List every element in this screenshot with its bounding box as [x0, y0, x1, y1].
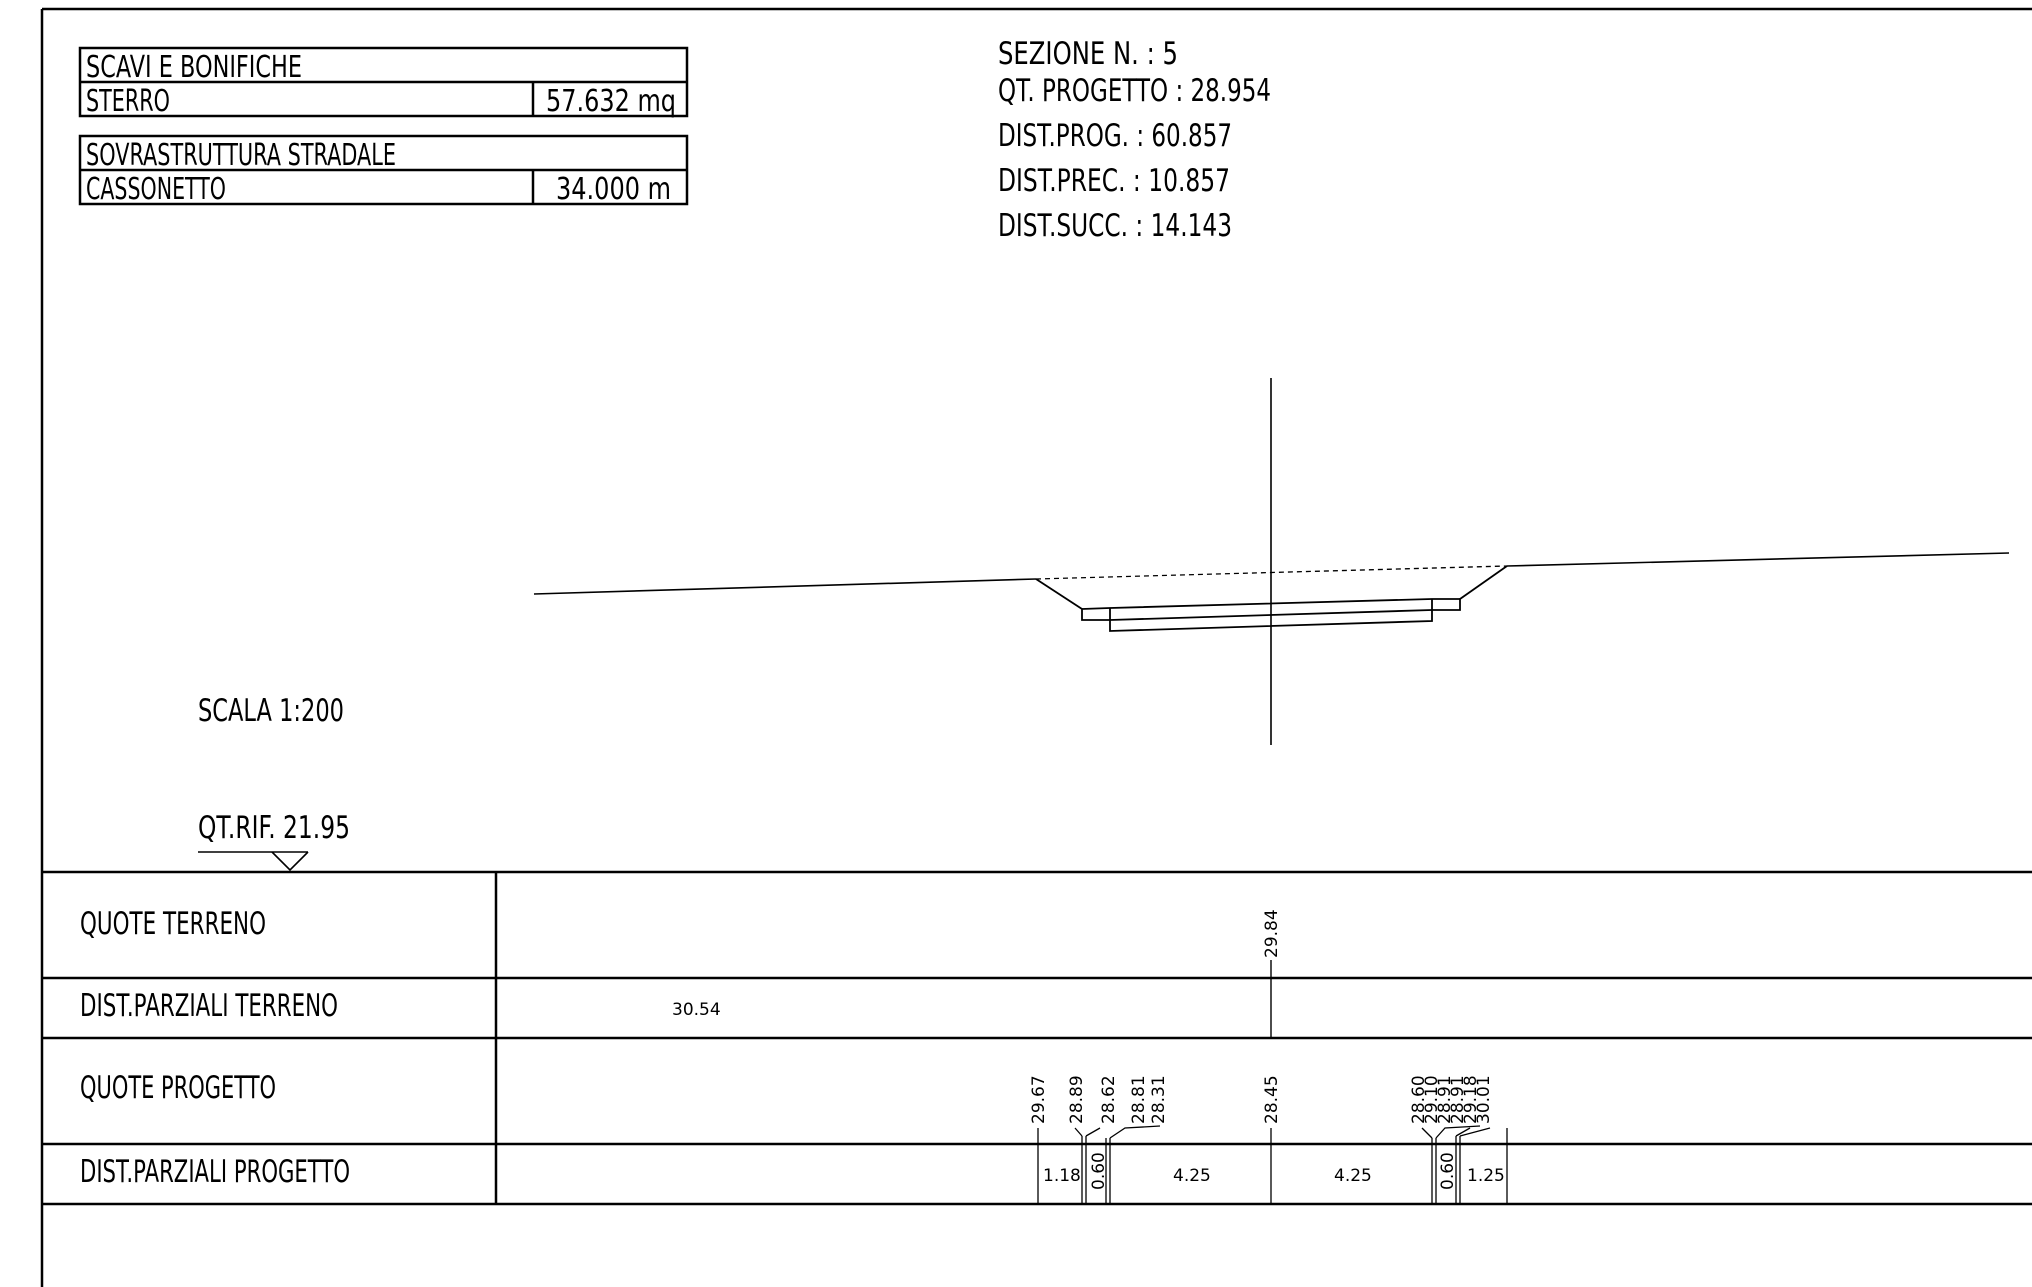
project-distance-4: 4.25 [1334, 1166, 1372, 1186]
terrain-values: 29.84 30.54 [672, 909, 1282, 1038]
road-superstructure-row-label: CASSONETTO [86, 172, 226, 207]
project-elevation-2: 28.89 [1067, 1075, 1087, 1124]
drawing-frame [40, 7, 2032, 1287]
project-elevation-3: 28.62 [1099, 1075, 1119, 1124]
excavation-box-title: SCAVI E BONIFICHE [86, 50, 302, 85]
project-elevation-6: 28.45 [1262, 1075, 1282, 1124]
row-label-terrain-distances: DIST.PARZIALI TERRENO [80, 988, 338, 1024]
project-elevation-7: 28.60 [1409, 1075, 1429, 1124]
terrain-distance-label: 30.54 [672, 1000, 721, 1020]
project-elevation-4: 28.81 [1129, 1075, 1149, 1124]
project-elevation-5: 28.31 [1149, 1075, 1169, 1124]
terrain-elevation-label: 29.84 [1262, 909, 1282, 958]
project-elevation-values: 29.67 28.89 28.62 28.81 28.31 28.45 28.6… [1029, 1075, 1508, 1204]
excavation-row-value: 57.632 mq [546, 84, 676, 119]
road-superstructure-row-value: 34.000 m [556, 172, 671, 207]
section-info: SEZIONE N. : 5 QT. PROGETTO : 28.954 DIS… [998, 36, 1271, 244]
project-distance-5: 0.60 [1438, 1152, 1458, 1190]
previous-distance: DIST.PREC. : 10.857 [998, 163, 1230, 199]
project-elevation-12: 30.01 [1474, 1075, 1494, 1124]
next-distance: DIST.SUCC. : 14.143 [998, 208, 1232, 244]
project-elevation-1: 29.67 [1029, 1075, 1049, 1124]
road-superstructure-title: SOVRASTRUTTURA STRADALE [86, 138, 396, 173]
project-elevation-10: 28.91 [1448, 1075, 1468, 1124]
project-distance-2: 0.60 [1089, 1152, 1109, 1190]
excavation-box: SCAVI E BONIFICHE STERRO 57.632 mq [78, 46, 689, 119]
project-elevation-8: 29.10 [1422, 1075, 1442, 1124]
project-elevation: QT. PROGETTO : 28.954 [998, 73, 1271, 109]
ground-profile [533, 552, 2010, 595]
project-elevation-9: 28.91 [1435, 1075, 1455, 1124]
excavation-row-label: STERRO [86, 84, 170, 119]
reference-elevation-label: QT.RIF. 21.95 [198, 810, 350, 846]
project-distance-6: 1.25 [1467, 1166, 1505, 1186]
section-number: SEZIONE N. : 5 [998, 36, 1178, 72]
project-distance-1: 1.18 [1043, 1166, 1081, 1186]
project-distance-values: 1.18 0.60 4.25 4.25 0.60 1.25 [1043, 1152, 1505, 1190]
reference-triangle-icon [198, 851, 309, 872]
road-superstructure-box: SOVRASTRUTTURA STRADALE CASSONETTO 34.00… [78, 134, 689, 207]
progressive-distance: DIST.PROG. : 60.857 [998, 118, 1232, 154]
scale-label: SCALA 1:200 [198, 693, 344, 729]
project-distance-3: 4.25 [1173, 1166, 1211, 1186]
row-label-project-elevations: QUOTE PROGETTO [80, 1070, 276, 1106]
project-section [1035, 565, 1508, 632]
project-elevation-11: 29.18 [1461, 1075, 1481, 1124]
profile-table [42, 870, 2032, 1206]
row-label-terrain-elevations: QUOTE TERRENO [80, 906, 266, 942]
row-label-project-distances: DIST.PARZIALI PROGETTO [80, 1154, 350, 1190]
